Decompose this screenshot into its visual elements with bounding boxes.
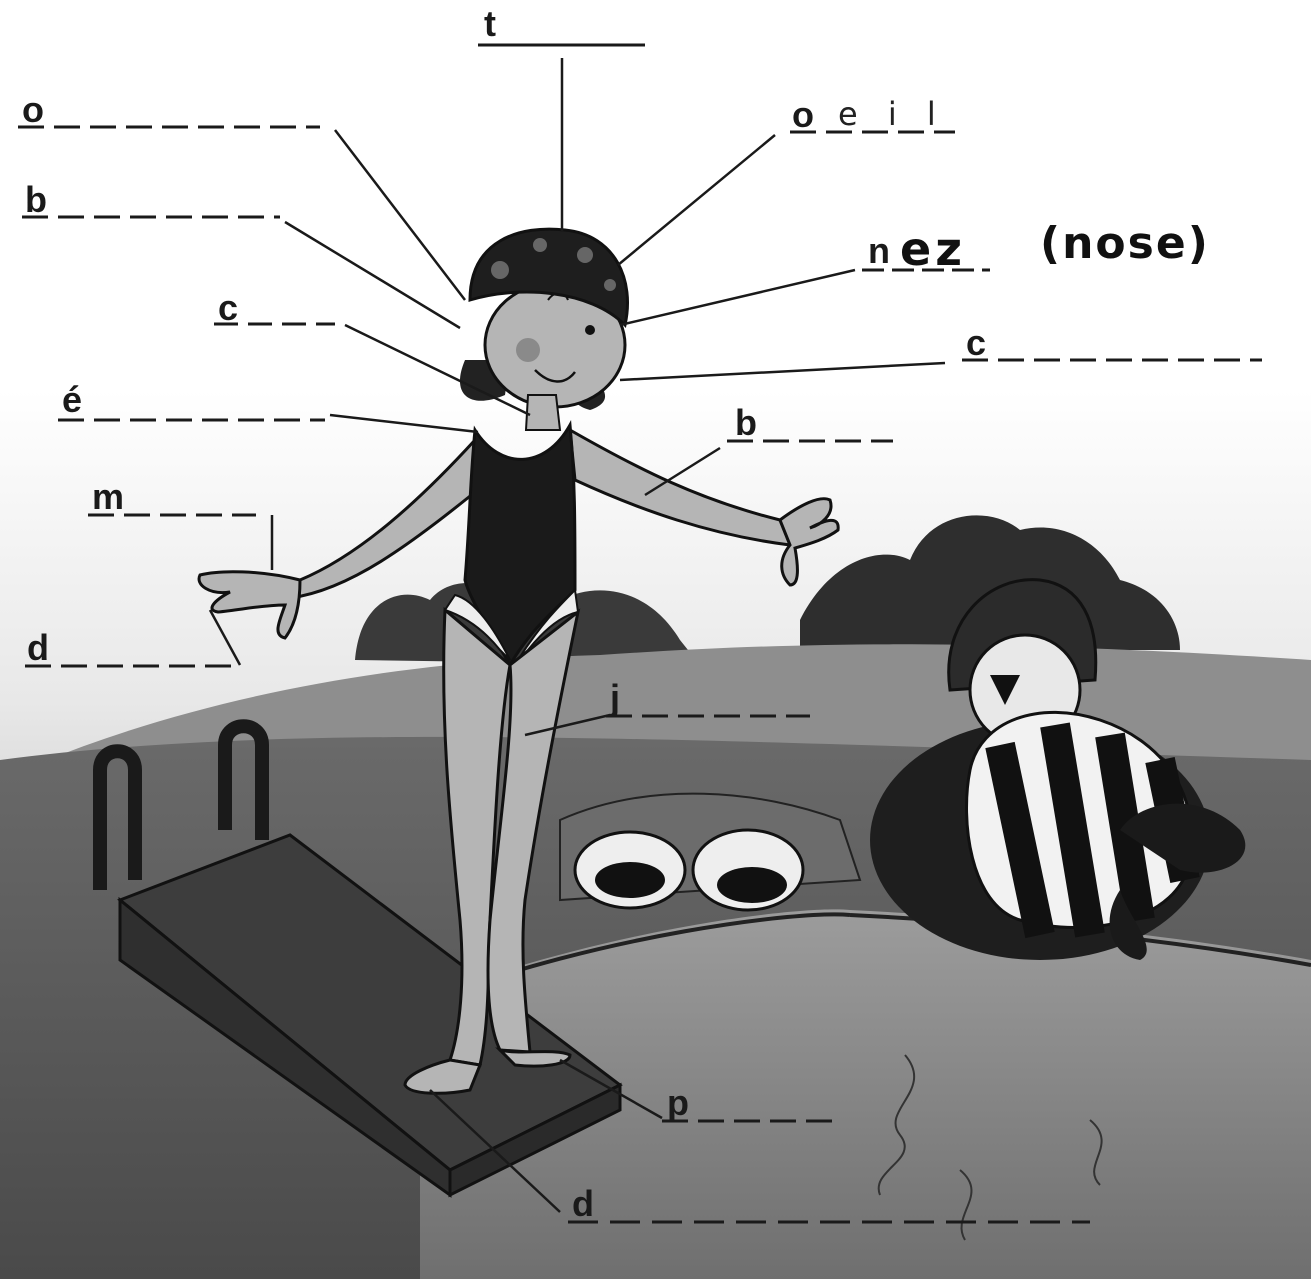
label-pied: p (667, 1085, 689, 1121)
label-main: m (92, 479, 124, 515)
label-nez: n (868, 233, 890, 269)
label-tete: t (484, 6, 496, 42)
label-epaule: é (62, 382, 82, 418)
nose-note: (nose) (1040, 222, 1210, 266)
label-doigts-pied: d (572, 1186, 594, 1222)
label-oeil: o (792, 97, 814, 133)
label-doigt: d (27, 630, 49, 666)
label-cheveux: c (966, 325, 986, 361)
answer-nez: ez (900, 226, 966, 272)
label-bouche: b (25, 182, 47, 218)
label-bras: b (735, 405, 757, 441)
label-oreille: o (22, 92, 44, 128)
answer-oeil: e i l (838, 98, 946, 130)
label-cou: c (218, 290, 238, 326)
label-jambe: j (610, 680, 620, 716)
